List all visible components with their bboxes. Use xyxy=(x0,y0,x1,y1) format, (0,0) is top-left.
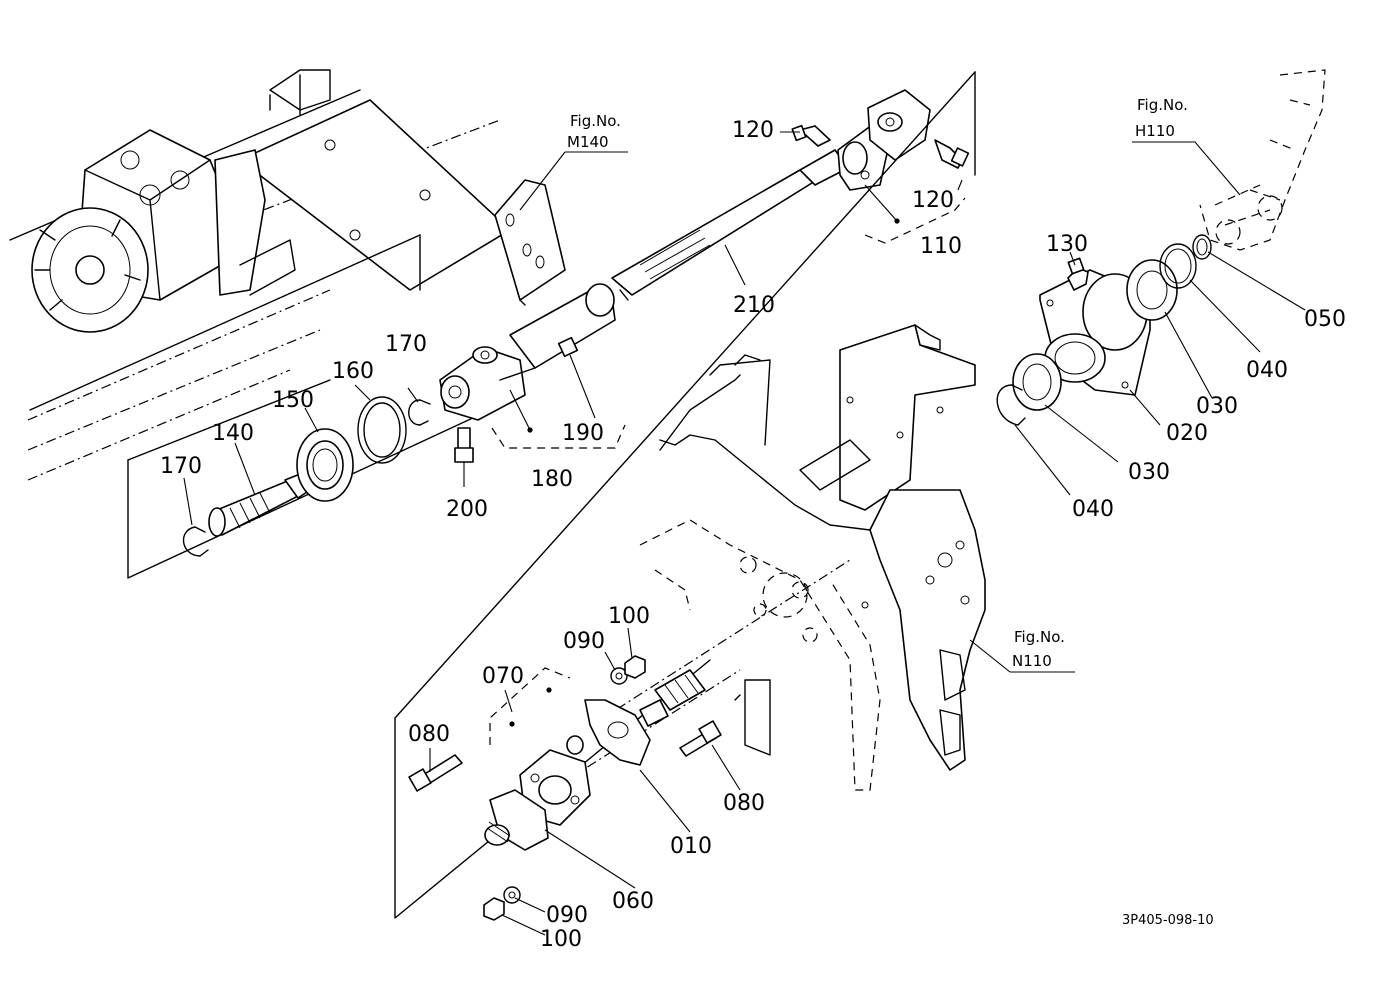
column-bracket xyxy=(494,179,566,306)
svg-text:Fig.No.: Fig.No. xyxy=(1014,628,1065,646)
svg-text:Fig.No.: Fig.No. xyxy=(570,112,621,130)
label-190: 190 xyxy=(562,421,604,446)
svg-text:H110: H110 xyxy=(1135,122,1175,140)
label-080-left: 080 xyxy=(408,722,450,747)
label-020: 020 xyxy=(1166,421,1208,446)
label-090-top: 090 xyxy=(563,629,605,654)
label-160: 160 xyxy=(332,359,374,384)
steering-unit-assembly xyxy=(9,69,511,481)
label-030-left: 030 xyxy=(1128,460,1170,485)
label-140: 140 xyxy=(212,421,254,446)
universal-joint-110 xyxy=(791,89,970,191)
label-110: 110 xyxy=(920,234,962,259)
steering-shaft-210 xyxy=(611,149,849,301)
label-120-right: 120 xyxy=(912,188,954,213)
label-010: 010 xyxy=(670,834,712,859)
part-labels: 120 120 110 210 170 160 150 140 170 190 … xyxy=(160,118,1346,952)
fig-ref-h110: Fig.No. H110 xyxy=(1135,96,1188,140)
bolt-200 xyxy=(454,427,474,463)
bearing-housing-group xyxy=(996,234,1212,426)
lower-joint-group xyxy=(408,655,722,921)
svg-text:Fig.No.: Fig.No. xyxy=(1137,96,1188,114)
svg-text:N110: N110 xyxy=(1012,652,1052,670)
label-180: 180 xyxy=(531,467,573,492)
label-100-top: 100 xyxy=(608,604,650,629)
leader-lines xyxy=(183,131,1306,936)
frame-n110 xyxy=(394,71,986,919)
label-210: 210 xyxy=(733,293,775,318)
label-170-left: 170 xyxy=(160,454,202,479)
label-080-right: 080 xyxy=(723,791,765,816)
svg-text:M140: M140 xyxy=(567,133,609,151)
label-150: 150 xyxy=(272,388,314,413)
label-060: 060 xyxy=(612,889,654,914)
label-070: 070 xyxy=(482,664,524,689)
universal-joint-180 xyxy=(439,283,616,421)
fig-ref-n110: Fig.No. N110 xyxy=(1012,628,1065,670)
figure-code: 3P405-098-10 xyxy=(1122,913,1214,928)
label-090-bottom: 090 xyxy=(546,903,588,928)
label-200: 200 xyxy=(446,497,488,522)
label-120-left: 120 xyxy=(732,118,774,143)
fig-ref-m140: Fig.No. M140 xyxy=(567,112,621,151)
label-040-left: 040 xyxy=(1072,497,1114,522)
label-100-bottom: 100 xyxy=(540,927,582,952)
label-170-right: 170 xyxy=(385,332,427,357)
label-050: 050 xyxy=(1304,307,1346,332)
label-030-right: 030 xyxy=(1196,394,1238,419)
label-130: 130 xyxy=(1046,232,1088,257)
upper-column-h110 xyxy=(1199,69,1326,251)
shaft-140-group xyxy=(182,396,431,557)
label-040-right: 040 xyxy=(1246,358,1288,383)
lower-shaft-group-outline xyxy=(127,379,491,579)
